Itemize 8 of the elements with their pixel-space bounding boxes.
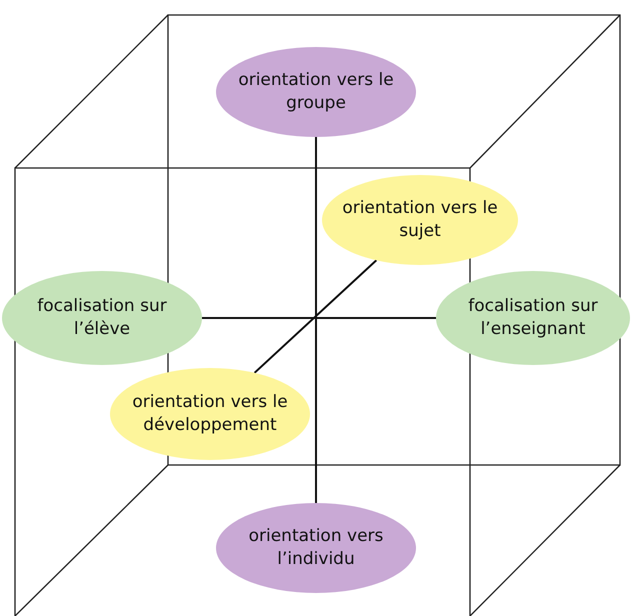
ellipse-node: focalisation sur l’élève (2, 271, 202, 365)
axis-line (315, 137, 317, 503)
axis-line (254, 260, 378, 374)
ellipse-node: orientation vers l’individu (216, 503, 416, 593)
ellipse-node: orientation vers le développement (110, 368, 310, 460)
ellipse-node: orientation vers le groupe (216, 47, 416, 137)
ellipse-node: orientation vers le sujet (322, 175, 518, 265)
ellipse-node: focalisation sur l’enseignant (436, 271, 630, 365)
